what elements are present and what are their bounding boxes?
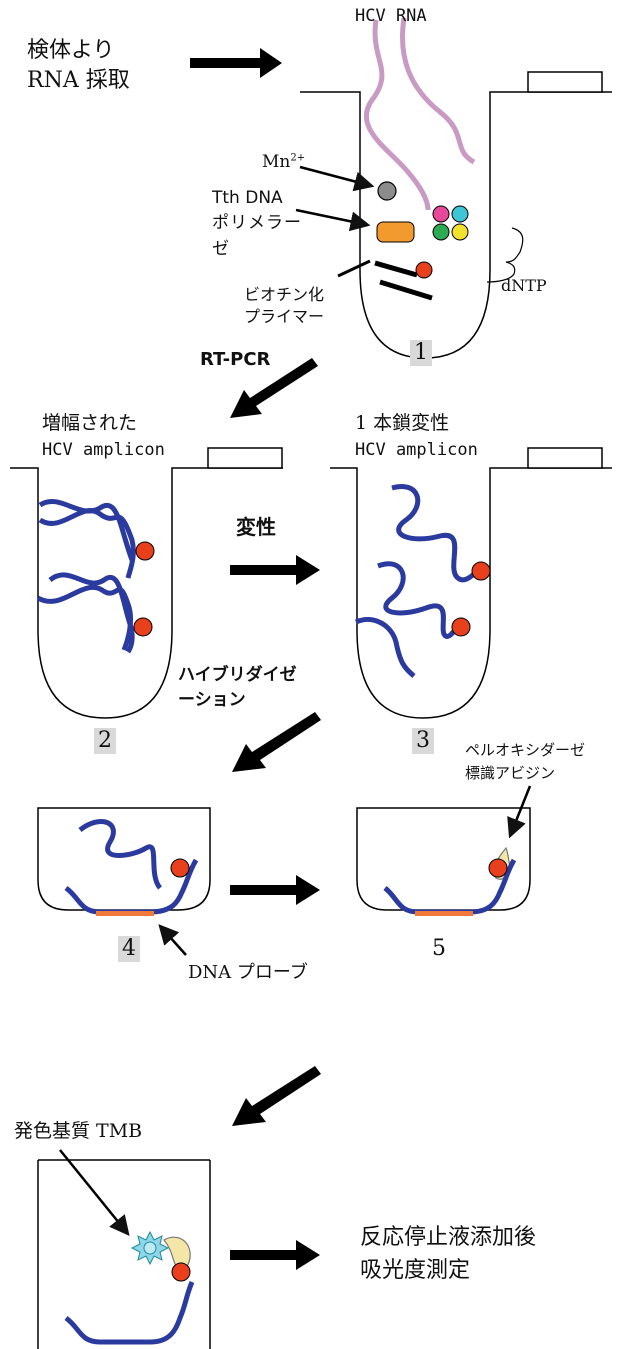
step3-label-line1: 1 本鎖変性 xyxy=(355,412,450,434)
tth-polymerase xyxy=(376,221,415,243)
tth-arrow xyxy=(295,208,371,232)
dsdna-2c xyxy=(48,572,135,654)
hybrid-label-line2: ーション xyxy=(178,690,246,710)
big-arrow-5to6 xyxy=(232,1066,321,1126)
result-label-line1: 反応停止液添加後 xyxy=(360,1225,537,1250)
step2-label-line2: HCV amplicon xyxy=(42,440,165,460)
big-arrow-sample xyxy=(190,48,282,78)
big-arrow-denature xyxy=(230,555,320,585)
tube-3-cap xyxy=(527,447,603,469)
ssdna-5-bound xyxy=(383,858,517,915)
big-arrow-result xyxy=(230,1240,320,1270)
tth-label-line2: ポリメラー xyxy=(212,213,302,233)
ssdna-3b xyxy=(377,561,459,639)
step-number-2: 2 xyxy=(94,728,116,754)
step3-group xyxy=(330,447,612,719)
tth-label-line3: ゼ xyxy=(212,239,229,259)
biotin-3b xyxy=(451,617,471,637)
step-number-1: 1 xyxy=(410,340,432,366)
biotin-4 xyxy=(170,858,190,878)
step3-label-line2: HCV amplicon xyxy=(355,440,478,460)
big-arrow-rtpcr xyxy=(230,358,318,418)
tube-2-cap xyxy=(207,447,283,469)
dsdna-2d xyxy=(36,585,133,651)
probe-arrow xyxy=(158,924,187,956)
well-4 xyxy=(37,807,211,911)
step2-label-line1: 増幅された xyxy=(42,412,138,434)
biotin-2a xyxy=(135,541,155,561)
dntp-brace xyxy=(486,227,524,283)
avidin-label-line1: ペルオキシダーゼ xyxy=(465,741,586,759)
step-number-5: 5 xyxy=(432,936,446,961)
sample-label-line1: 検体より xyxy=(27,38,115,63)
biotin-2b xyxy=(133,617,153,637)
step2-group xyxy=(10,447,283,719)
step-number-4: 4 xyxy=(118,936,140,962)
dsdna-2b xyxy=(38,508,136,579)
primer-strand-2 xyxy=(379,279,433,301)
primer-label-line2: プライマー xyxy=(244,307,325,326)
ssdna-3a xyxy=(391,484,478,583)
well-5 xyxy=(356,807,531,911)
tth-label-line1: Tth DNA xyxy=(212,188,283,208)
big-arrow-4to5 xyxy=(230,875,320,905)
rtpcr-label: RT-PCR xyxy=(200,349,271,370)
mn-ion xyxy=(377,181,397,201)
mn-arrow xyxy=(299,165,375,192)
biotin-5 xyxy=(488,858,508,878)
hcv-rna-label: HCV RNA xyxy=(355,6,427,26)
hybrid-label-line1: ハイブリダイゼ xyxy=(178,665,297,685)
avidin-arrow xyxy=(507,785,532,839)
mn-label: Mn2+ xyxy=(262,152,305,172)
hcv-rna-strand-1 xyxy=(363,19,431,211)
dntp-label: dNTP xyxy=(501,276,547,295)
step4-group xyxy=(37,807,211,956)
step1-group xyxy=(190,17,612,359)
dntp-cluster xyxy=(432,205,469,241)
biotin-3a xyxy=(471,561,491,581)
tube-2 xyxy=(10,467,283,719)
probe-5 xyxy=(415,911,473,916)
denature-label: 変性 xyxy=(236,515,276,539)
step6-group xyxy=(37,1149,211,1349)
ssdna-4-bound xyxy=(64,858,199,915)
tmb-label: 発色基質 TMB xyxy=(14,1120,143,1142)
tmb-core xyxy=(143,1241,157,1255)
mn-base: Mn xyxy=(262,152,291,172)
tmb-arrow xyxy=(59,1149,130,1236)
result-label-line2: 吸光度測定 xyxy=(360,1258,471,1283)
mn-sup: 2+ xyxy=(290,152,306,164)
step5-group xyxy=(356,785,532,916)
ssdna-4-free xyxy=(78,819,163,890)
dsdna-2a xyxy=(38,498,135,561)
primer-arrow xyxy=(337,259,371,278)
ssdna-3c xyxy=(354,617,416,678)
tube-3 xyxy=(330,467,612,719)
tube-1-cap xyxy=(527,71,603,93)
avidin-label-line2: 標識アビジン xyxy=(465,764,556,782)
ssdna-6-bound xyxy=(64,1281,195,1345)
primer-label-line1: ビオチン化 xyxy=(244,285,325,304)
probe-label: DNA プローブ xyxy=(188,962,308,983)
hcv-rna-strand-2 xyxy=(400,17,476,165)
sample-label-line2: RNA 採取 xyxy=(27,68,130,93)
primer-biotin xyxy=(415,261,433,279)
step-number-3: 3 xyxy=(412,728,434,754)
primer-strand-1 xyxy=(374,260,418,278)
biotin-6 xyxy=(171,1262,191,1282)
probe-4 xyxy=(96,911,154,916)
big-arrow-hybrid xyxy=(232,712,321,772)
